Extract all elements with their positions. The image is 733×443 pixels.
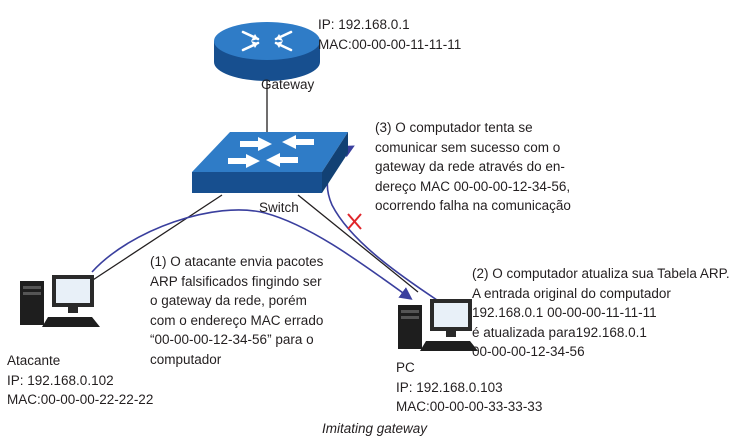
step3-line: (3) O computador tenta se: [375, 120, 533, 135]
computer-icon: [20, 275, 100, 327]
step2-annotation: (2) O computador atualiza sua Tabela ARP…: [472, 264, 730, 362]
step1-line: (1) O atacante envia pacotes: [150, 254, 324, 269]
attacker-info: Atacante IP: 192.168.0.102 MAC:00-00-00-…: [7, 351, 153, 410]
arp-spoof-arrow: [91, 209, 413, 300]
x-mark-icon: [347, 213, 362, 230]
link-switch-pc: [297, 194, 419, 293]
pc-ip: IP: 192.168.0.103: [396, 379, 503, 395]
step2-line: é atualizada para192.168.0.1: [472, 324, 647, 340]
step2-line: (2) O computador atualiza sua Tabela ARP…: [472, 266, 730, 281]
step1-line: “00-00-00-12-34-56” para o: [150, 332, 314, 347]
switch-label: Switch: [259, 200, 299, 215]
step2-line: A entrada original do computador: [472, 285, 671, 301]
attacker-name: Atacante: [7, 353, 61, 368]
step3-line: dereço MAC 00-00-00-12-34-56,: [375, 178, 571, 194]
step2-line: 00-00-00-12-34-56: [472, 344, 585, 359]
gateway-mac: MAC:00-00-00-11-11-11: [318, 36, 462, 52]
figure-caption: Imitating gateway: [322, 421, 428, 436]
pc-info: PC IP: 192.168.0.103 MAC:00-00-00-33-33-…: [396, 358, 542, 417]
attacker-mac: MAC:00-00-00-22-22-22: [7, 392, 154, 407]
gateway-info: IP: 192.168.0.1 MAC:00-00-00-11-11-11: [318, 15, 461, 54]
pc-mac: MAC:00-00-00-33-33-33: [396, 399, 543, 414]
step1-line: ARP falsificados fingindo ser: [150, 273, 322, 289]
step1-line: com o endereço MAC errado: [150, 312, 324, 328]
gateway-label: Gateway: [261, 77, 315, 92]
step2-line: 192.168.0.1 00-00-00-11-11-11: [472, 305, 657, 320]
router-icon: [214, 22, 320, 81]
attacker-ip: IP: 192.168.0.102: [7, 372, 114, 388]
step3-annotation: (3) O computador tenta se comunicar sem …: [375, 118, 571, 216]
step3-line: ocorrendo falha na comunicação: [375, 198, 571, 213]
step1-line: o gateway da rede, porém: [150, 293, 307, 308]
computer-icon: [398, 299, 478, 351]
gateway-ip: IP: 192.168.0.1: [318, 17, 410, 32]
step3-line: gateway da rede através do en-: [375, 159, 565, 174]
link-switch-attacker: [69, 194, 223, 296]
pc-name: PC: [396, 360, 415, 375]
step1-line: computador: [150, 351, 222, 367]
step3-line: comunicar sem sucesso com o: [375, 139, 561, 155]
step1-annotation: (1) O atacante envia pacotes ARP falsifi…: [150, 252, 323, 369]
switch-icon: [192, 132, 348, 193]
